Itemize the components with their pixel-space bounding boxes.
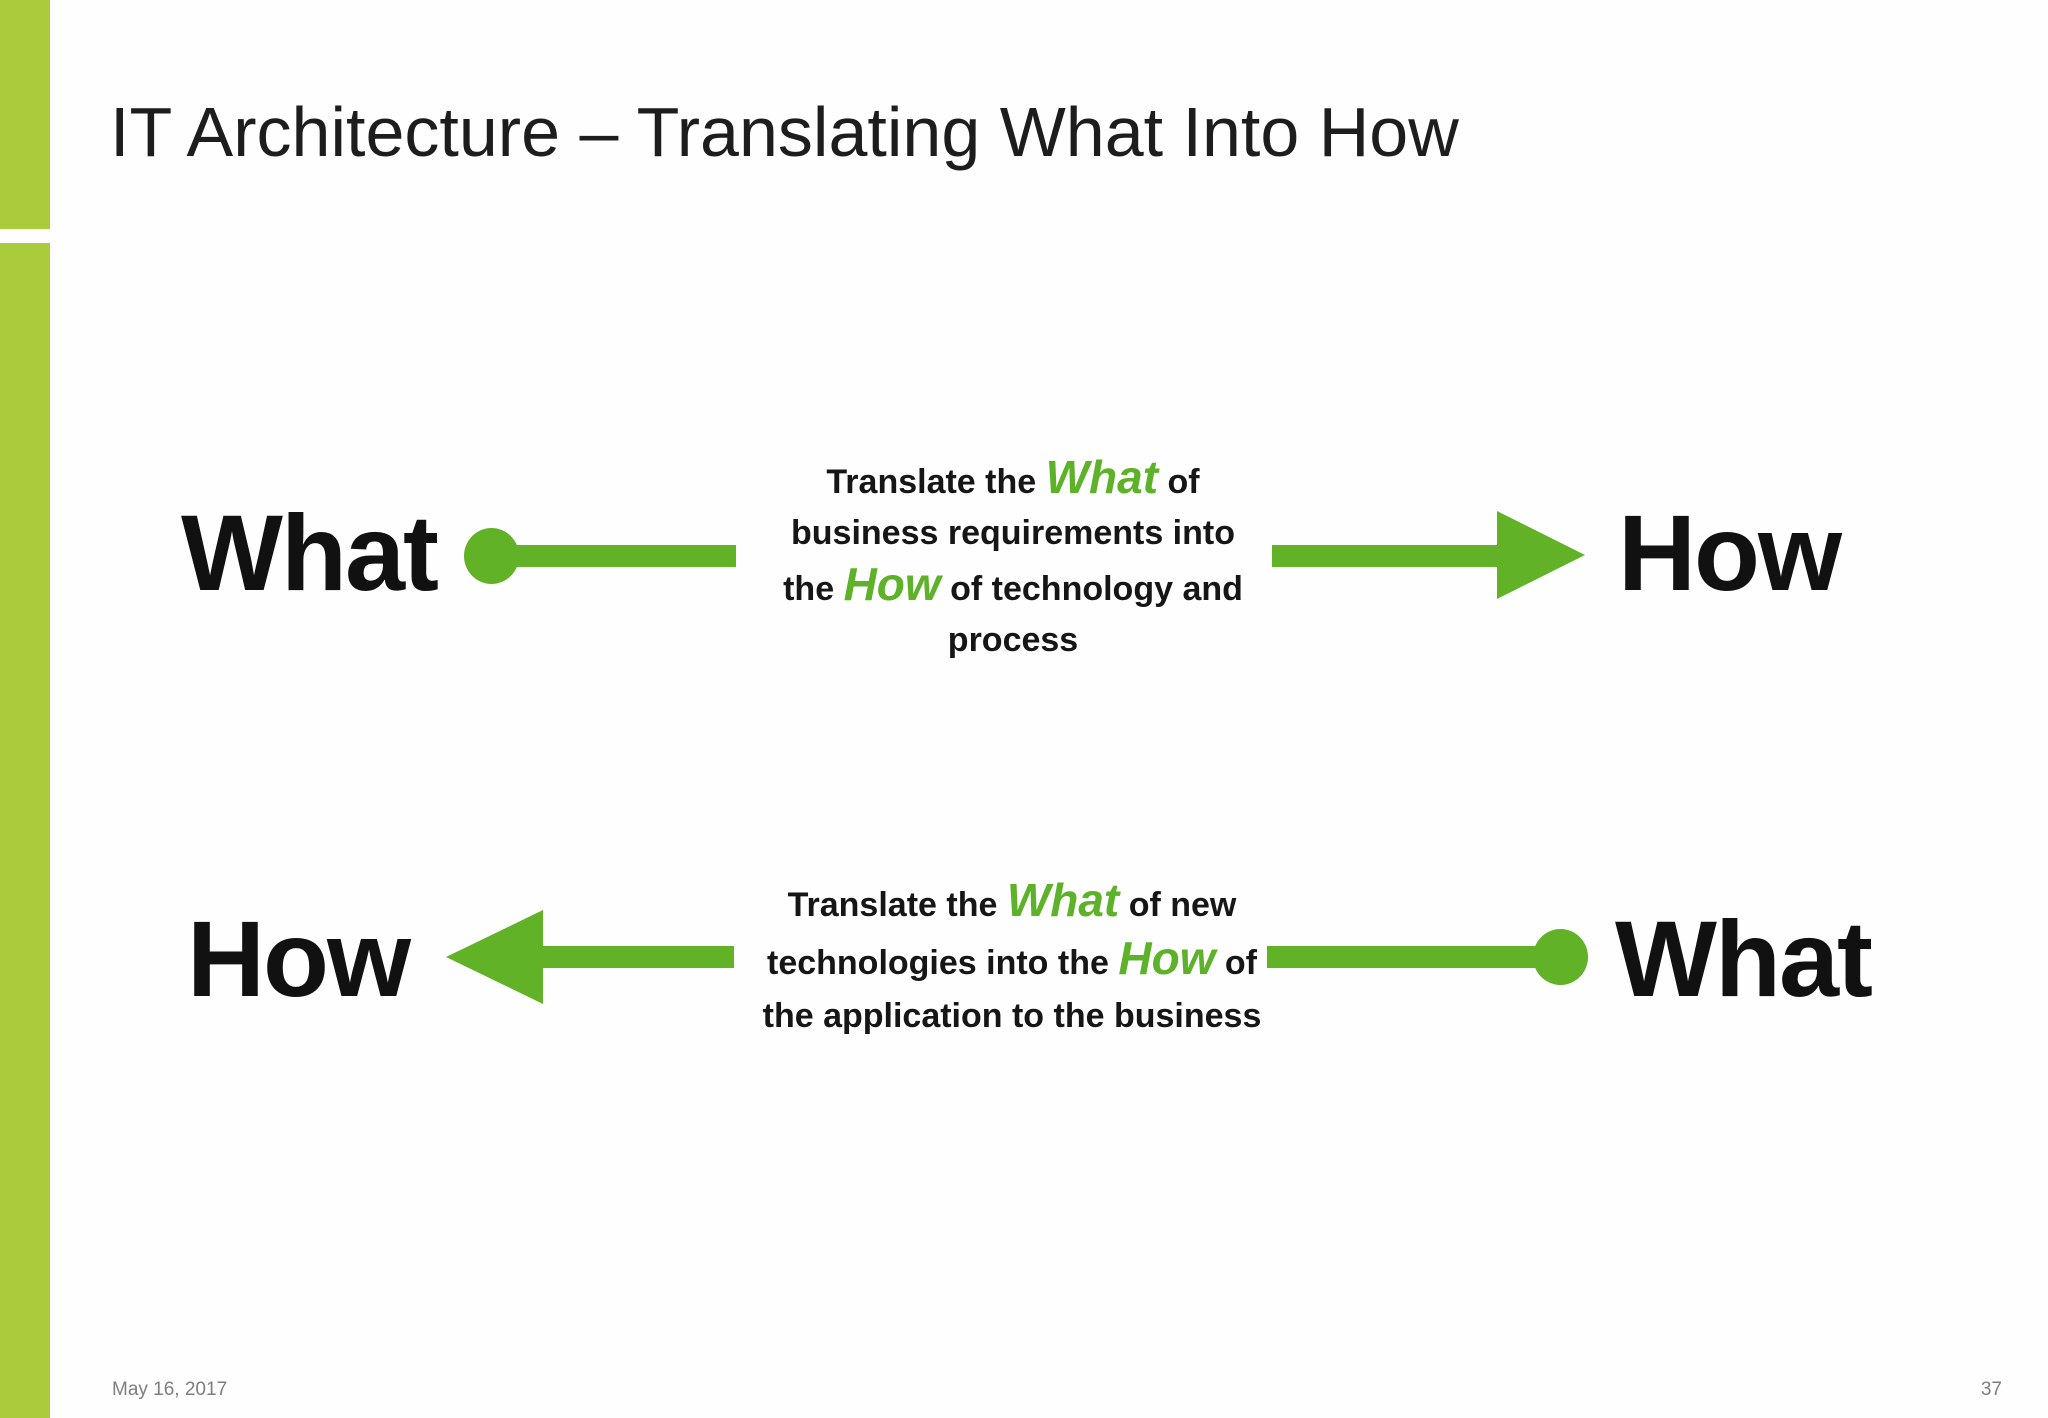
row1-caption-line1: Translate the What of xyxy=(826,451,1200,503)
page-number: 37 xyxy=(1980,1379,2002,1400)
row1-right-label-how: How xyxy=(1618,491,1842,613)
row1-arrow-shaft xyxy=(1272,545,1504,567)
row2-arrow-shaft xyxy=(540,946,734,968)
slide-title: IT Architecture – Translating What Into … xyxy=(110,93,1459,171)
row1-arrow-right-icon xyxy=(1497,511,1585,599)
row2-connector-dot xyxy=(1533,929,1588,985)
row2-arrow-left-icon xyxy=(446,910,543,1004)
row1-caption-line4: process xyxy=(947,621,1079,659)
row2-caption-how-highlight: How xyxy=(1118,932,1216,984)
sidebar-accent-bar-bottom xyxy=(0,243,50,1418)
sidebar-accent-bar-top xyxy=(0,0,50,229)
footer-date: May 16, 2017 xyxy=(112,1379,228,1400)
row1-caption-what-highlight: What xyxy=(1045,451,1159,503)
row2-caption-line1: Translate the What of new xyxy=(787,874,1237,926)
row2-caption-what-highlight: What xyxy=(1006,874,1120,926)
row1-left-label-what: What xyxy=(181,491,439,613)
row1-caption-how-highlight: How xyxy=(843,558,941,610)
row2-caption: Translate the What of new technologies i… xyxy=(735,874,1289,1043)
row2-connector-line xyxy=(1267,946,1547,968)
row2-right-label-what: What xyxy=(1615,897,1873,1019)
row1-connector-line xyxy=(486,545,736,567)
row1-caption: Translate the What of business requireme… xyxy=(737,452,1289,666)
row1-caption-line3: the How of technology and xyxy=(783,558,1243,610)
row2-caption-line2: technologies into the How of xyxy=(767,932,1257,984)
row2-left-label-how: How xyxy=(187,897,411,1019)
row1-caption-line2: business requirements into xyxy=(791,514,1235,552)
row2-caption-line3: the application to the business xyxy=(762,997,1262,1035)
